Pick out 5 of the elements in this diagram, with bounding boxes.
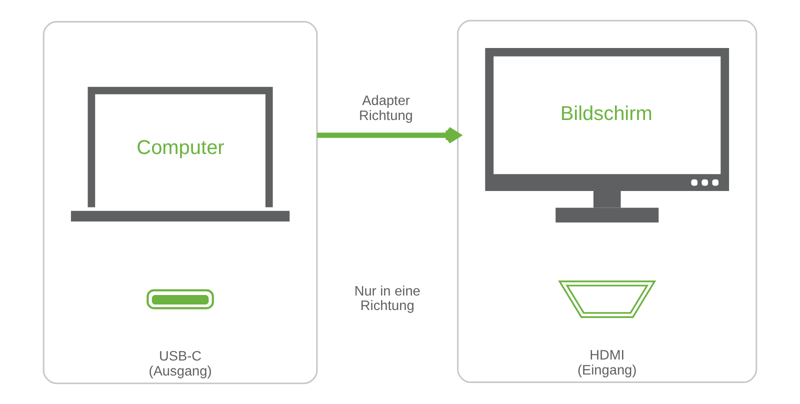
node-box (146, 289, 214, 310)
edge-label: Adapter Richtung (359, 93, 413, 123)
label: Nur in eine Richtung (354, 283, 420, 314)
node-trapezoid (558, 280, 656, 318)
arrow (316, 126, 461, 144)
